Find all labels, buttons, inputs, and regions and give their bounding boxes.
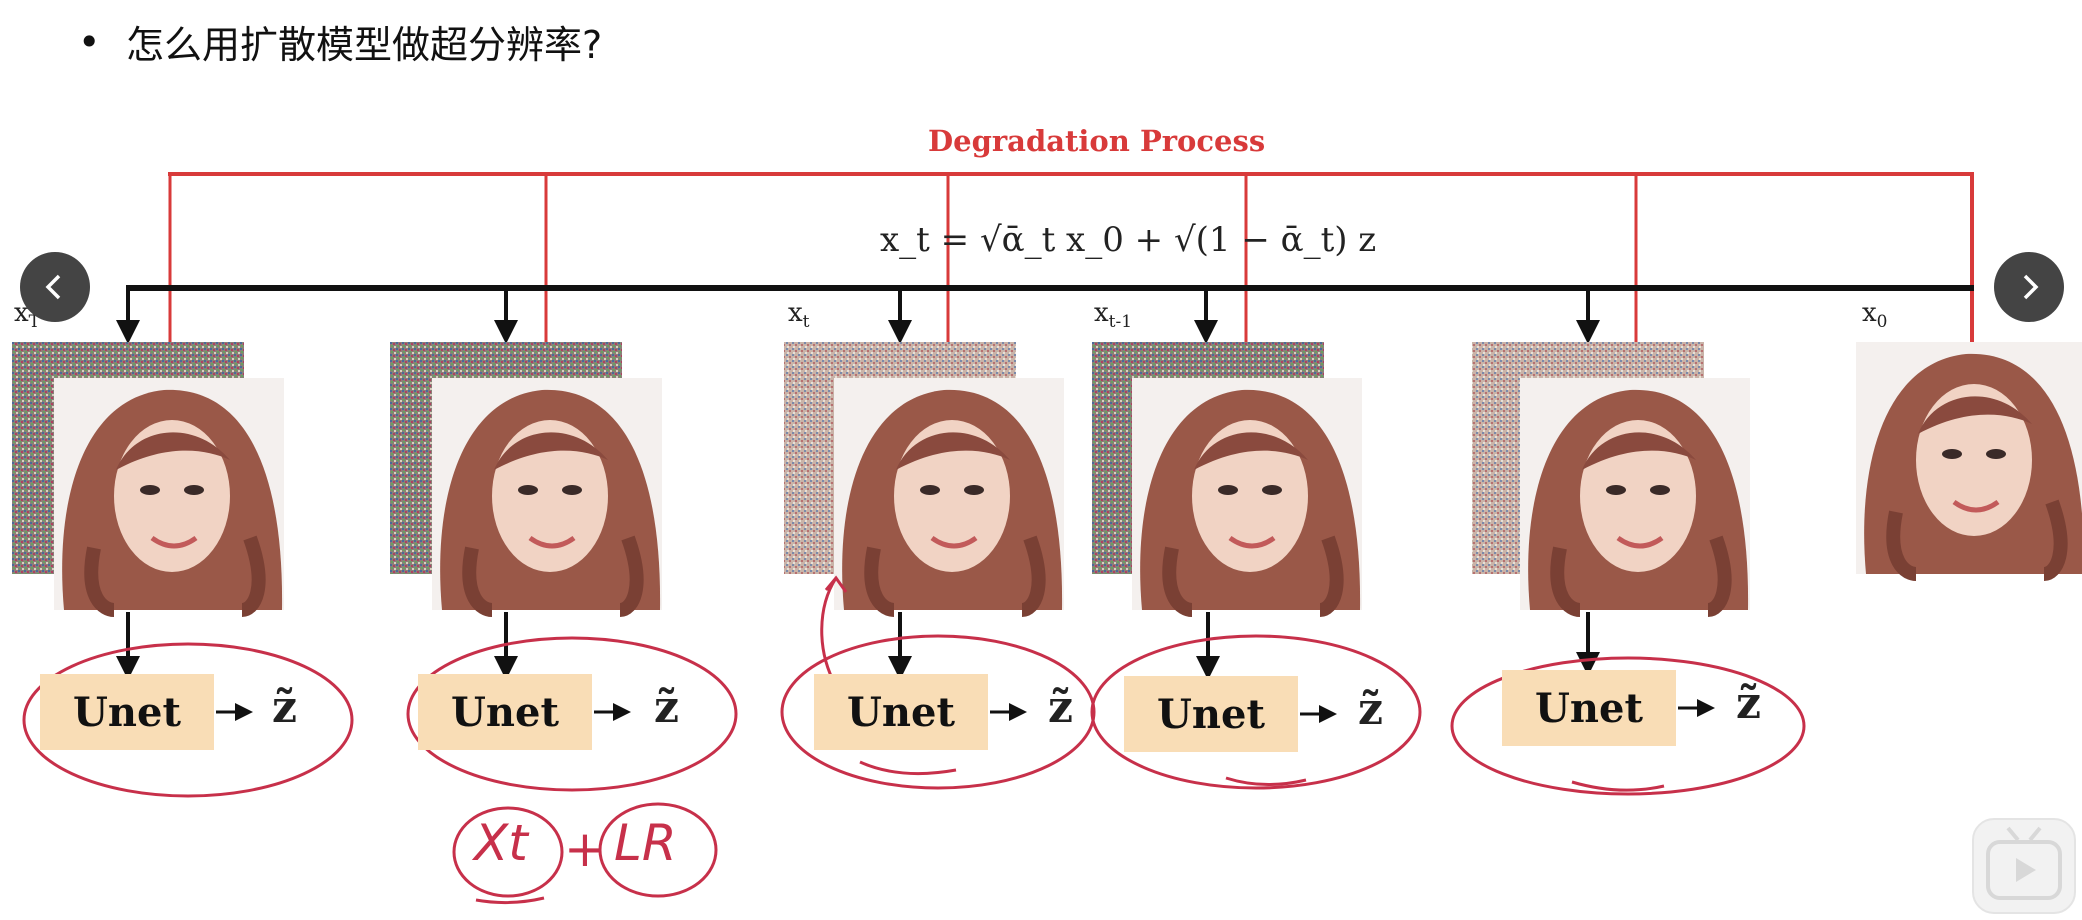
unet-block: Unet bbox=[814, 674, 988, 750]
ink-underline bbox=[1571, 780, 1665, 792]
chevron-right-icon bbox=[2023, 274, 2039, 300]
noise-estimate: z̃ bbox=[654, 682, 679, 733]
ink-circle bbox=[406, 636, 738, 792]
noise-estimate: z̃ bbox=[272, 682, 297, 733]
noise-estimate: z̃ bbox=[1358, 684, 1383, 735]
image-stack-2 bbox=[390, 342, 662, 610]
image-stack-5 bbox=[1472, 342, 1750, 610]
image-stack-4 bbox=[1092, 342, 1362, 610]
ink-circle bbox=[780, 634, 1096, 790]
noise-estimate: z̃ bbox=[1048, 682, 1073, 733]
step-label-xt-1: xt-1 bbox=[1094, 298, 1133, 333]
unet-block: Unet bbox=[1124, 676, 1298, 752]
slide-heading: 怎么用扩散模型做超分辨率? bbox=[126, 23, 603, 67]
ink-circle bbox=[1090, 634, 1422, 790]
annotation-underline bbox=[475, 896, 545, 905]
image-stack-1 bbox=[12, 342, 284, 610]
degradation-frame bbox=[168, 172, 1974, 176]
diagram-title: Degradation Process bbox=[928, 124, 1266, 158]
clean-image bbox=[1856, 342, 2082, 574]
chevron-left-icon bbox=[45, 274, 61, 300]
unet-block: Unet bbox=[418, 674, 592, 750]
annotation-xt: Xt bbox=[474, 814, 528, 872]
bullet-dot: • bbox=[78, 20, 101, 64]
next-slide-button[interactable] bbox=[1994, 252, 2064, 322]
step-label-xt: xt bbox=[788, 298, 810, 333]
reverse-process-bar bbox=[126, 285, 1974, 291]
step-label-x0: x0 bbox=[1862, 298, 1888, 333]
formula-text: x_t = √ᾱ_t x_0 + √(1 − ᾱ_t) z bbox=[880, 220, 1377, 260]
prev-slide-button[interactable] bbox=[20, 252, 90, 322]
player-button[interactable] bbox=[1972, 818, 2076, 914]
annotation-circle-xt bbox=[452, 806, 564, 898]
noise-formula: x_t = √ᾱ_t x_0 + √(1 − ᾱ_t) z bbox=[880, 220, 1376, 260]
annotation-plus: + bbox=[564, 820, 606, 878]
ink-circle bbox=[22, 642, 354, 798]
ink-underline bbox=[1225, 776, 1307, 786]
image-stack-3 bbox=[784, 342, 1064, 610]
unet-block: Unet bbox=[40, 674, 214, 750]
ink-circle bbox=[1450, 656, 1806, 796]
noise-estimate: z̃ bbox=[1736, 678, 1761, 729]
annotation-circle-lr bbox=[598, 802, 718, 898]
unet-block: Unet bbox=[1502, 670, 1676, 746]
ink-underline bbox=[859, 760, 957, 776]
annotation-lr: LR bbox=[614, 814, 677, 872]
tv-play-icon bbox=[1986, 826, 2062, 900]
